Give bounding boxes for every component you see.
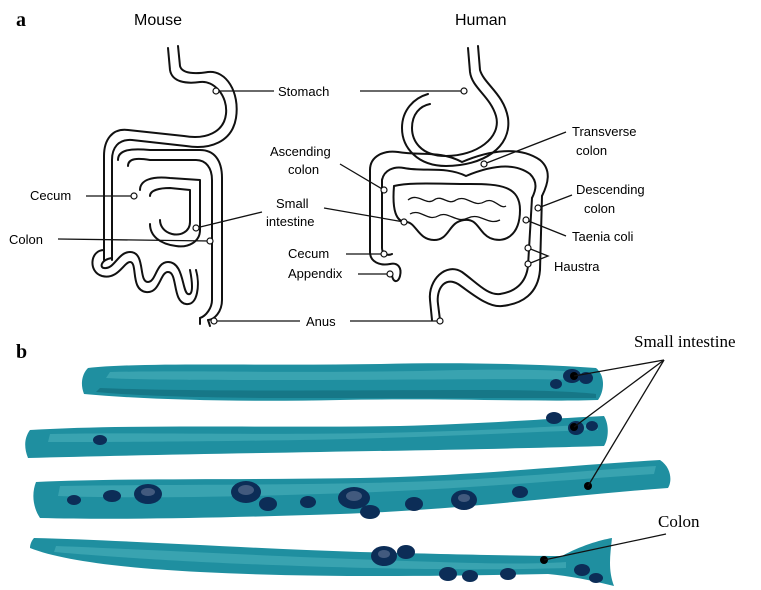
tumor-strip4-g: [589, 573, 603, 583]
leader-haustra: [528, 248, 548, 264]
intestine-strip-2: [25, 412, 608, 458]
label-transverse-1: Transverse: [572, 124, 637, 139]
dot-anus-mouse: [211, 318, 217, 324]
tumor-strip3-j: [103, 490, 121, 502]
label-colon-b: Colon: [658, 512, 700, 531]
label-ascending-1: Ascending: [270, 144, 331, 159]
leader-small-intestine-human: [324, 208, 404, 222]
leader-transverse: [484, 132, 566, 164]
tumor-strip3-c: [259, 497, 277, 511]
dot-cecum-human: [381, 251, 387, 257]
dot-cecum-mouse: [131, 193, 137, 199]
label-ascending-2: colon: [288, 162, 319, 177]
label-small-1: Small: [276, 196, 309, 211]
leader-ascending: [340, 164, 384, 190]
tumor-strip3-h: [512, 486, 528, 498]
tumor-strip4-d: [462, 570, 478, 582]
tumor-strip4-f: [574, 564, 590, 576]
label-descending-1: Descending: [576, 182, 645, 197]
label-descending-2: colon: [584, 201, 615, 216]
human-gi-tract: [370, 46, 548, 320]
dot-descending: [535, 205, 541, 211]
tumor-strip2-c: [586, 421, 598, 431]
tumor-strip4-c: [439, 567, 457, 581]
dot-anus-human: [437, 318, 443, 324]
dot-haustra-1: [525, 261, 531, 267]
tumor-strip3-f: [405, 497, 423, 511]
dot-transverse: [481, 161, 487, 167]
dot-ascending: [381, 187, 387, 193]
tumor-strip3-k: [300, 496, 316, 508]
panel-b-letter: b: [16, 341, 27, 363]
intestine-strip-3: [33, 460, 670, 519]
tumor-strip1-c: [550, 379, 562, 389]
dot-stomach-human: [461, 88, 467, 94]
label-stomach: Stomach: [278, 84, 329, 99]
label-cecum-human: Cecum: [288, 246, 329, 261]
label-small-2: intestine: [266, 214, 314, 229]
label-small-intestine-b: Small intestine: [634, 332, 736, 351]
human-title: Human: [455, 12, 507, 29]
label-appendix: Appendix: [288, 266, 343, 281]
label-taenia: Taenia coli: [572, 229, 634, 244]
mouse-title: Mouse: [134, 12, 182, 29]
dot-appendix: [387, 271, 393, 277]
dot-taenia: [523, 217, 529, 223]
panel-a-letter: a: [16, 9, 26, 31]
intestine-strip-4: [30, 538, 614, 586]
tumor-strip4-e: [500, 568, 516, 580]
dot-haustra-2: [525, 245, 531, 251]
leader-small-intestine-mouse: [196, 212, 262, 228]
tumor-strip2-a: [546, 412, 562, 424]
tumor-strip3-e: [360, 505, 380, 519]
leader-lines: [58, 88, 572, 324]
dot-colon-mouse: [207, 238, 213, 244]
dot-small-intestine-human: [401, 219, 407, 225]
dot-stomach-mouse: [213, 88, 219, 94]
label-colon-mouse: Colon: [9, 232, 43, 247]
dot-small-intestine-mouse: [193, 225, 199, 231]
tumor-strip3-i: [67, 495, 81, 505]
label-transverse-2: colon: [576, 143, 607, 158]
leader-colon-mouse: [58, 239, 210, 241]
leader-descending: [538, 195, 572, 208]
label-cecum-mouse: Cecum: [30, 188, 71, 203]
intestine-strip-1: [82, 363, 603, 401]
label-anus: Anus: [306, 314, 336, 329]
tumor-strip2-d: [93, 435, 107, 445]
label-haustra: Haustra: [554, 259, 600, 274]
leader-taenia: [526, 220, 566, 236]
tumor-strip4-b: [397, 545, 415, 559]
